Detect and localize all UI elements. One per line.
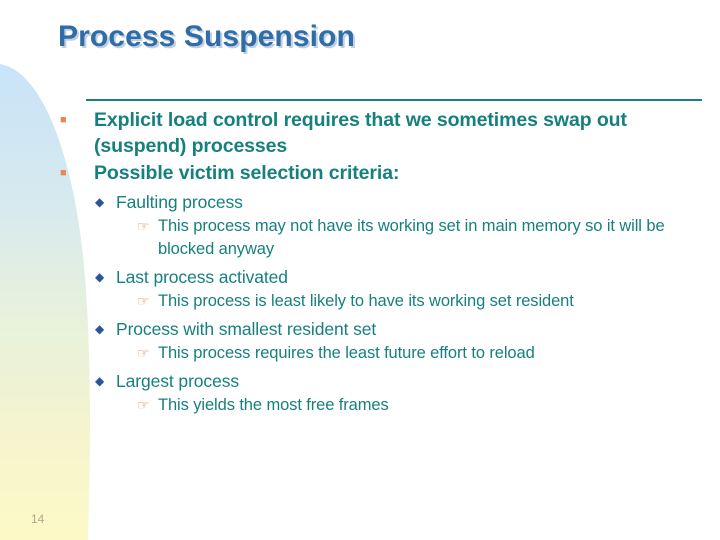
list-item: ☞ This yields the most free frames [137,394,714,417]
list-item: ◆ Faulting process [95,190,714,214]
diamond-bullet-icon: ◆ [95,374,105,388]
diamond-bullet-icon: ◆ [95,322,105,336]
page-title: Process Suspension [58,20,355,53]
list-item-label: Possible victim selection criteria: [94,162,400,184]
bullet-list: ■ Explicit load control requires that we… [58,107,714,417]
diamond-bullet-icon: ◆ [95,195,105,209]
list-item-label: Process with smallest resident set [116,319,377,339]
list-item-label: Explicit load control requires that we s… [94,109,627,157]
pointing-hand-bullet-icon: ☞ [137,293,150,309]
list-item: ■ Possible victim selection criteria: [58,160,714,186]
page-number: 14 [31,512,45,526]
list-item-label: Largest process [116,371,240,391]
pointing-hand-bullet-icon: ☞ [137,218,150,234]
list-item-label: This process requires the least future e… [158,344,535,362]
square-bullet-icon: ■ [60,167,67,179]
list-item-label: This yields the most free frames [158,396,389,414]
list-item: ◆ Process with smallest resident set [95,317,714,341]
list-item: ◆ Largest process [95,369,714,393]
list-item: ☞ This process is least likely to have i… [137,290,714,313]
list-item: ☞ This process may not have its working … [137,215,714,261]
pointing-hand-bullet-icon: ☞ [137,345,150,361]
pointing-hand-bullet-icon: ☞ [137,397,150,413]
list-item: ■ Explicit load control requires that we… [58,107,714,159]
list-item-label: This process is least likely to have its… [158,292,574,310]
list-item-label: Last process activated [116,267,288,287]
list-item-label: Faulting process [116,192,243,212]
list-item: ☞ This process requires the least future… [137,342,714,365]
list-item-label: This process may not have its working se… [158,217,665,258]
list-item: ◆ Last process activated [95,265,714,289]
diamond-bullet-icon: ◆ [95,270,105,284]
title-divider [86,99,702,101]
square-bullet-icon: ■ [60,114,67,126]
